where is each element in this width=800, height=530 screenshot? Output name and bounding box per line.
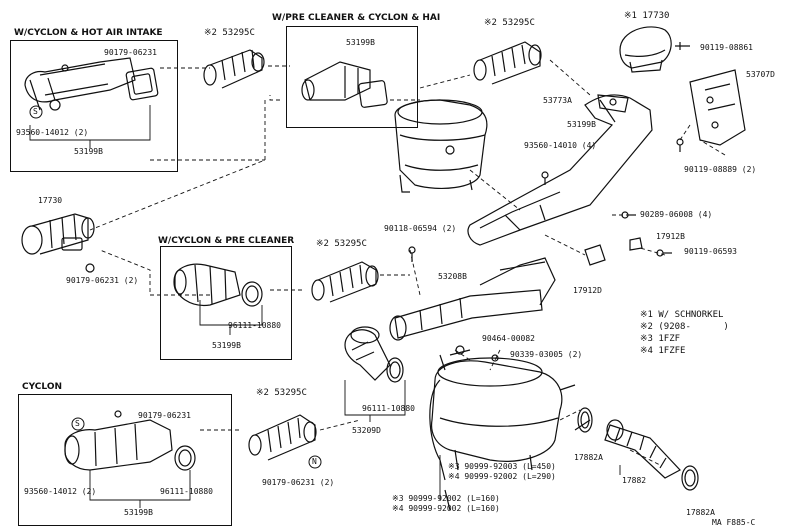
part-label: 53707D [746,70,775,79]
cyclone-bellows-3 [311,261,379,303]
part-label: 17882 [622,476,647,485]
part-label: 90339-03005 (2) [510,350,583,359]
part-label: ※2 53295C [256,388,307,398]
air-cleaner-body [429,345,591,511]
part-label: 90179-06231 [104,48,157,57]
part-label: 96111-10880 [362,404,415,413]
group-title-cyclon: CYCLON [22,382,63,392]
circled-n-symbol: N [312,457,317,466]
part-label: 53199B [567,120,596,129]
part-label: 17882A [574,453,603,462]
elbow-hose-53209d [344,326,404,383]
group-box-pre [160,246,292,360]
part-label: 90289-06008 (4) [640,210,713,219]
hose-17882 [577,407,699,491]
circled-s-symbol: S [33,107,38,116]
legend-line-1: ※1 W/ SCHNORKEL [640,310,724,320]
part-label: ※3 90999-92003 (L=450) [448,462,556,471]
part-label: ※2 53295C [484,18,535,28]
part-label: 53209D [352,426,381,435]
part-label: 53199B [346,38,375,47]
callout-brackets [29,105,621,508]
snorkel-clamp [597,94,629,113]
part-label: 90119-08889 (2) [684,165,757,174]
part-label: 90119-06593 [684,247,737,256]
part-label: 96111-10880 [228,321,281,330]
part-label: 17882A [686,508,715,517]
part-label: 90464-00082 [482,334,535,343]
part-label: 53199B [74,147,103,156]
part-label: ※2 53295C [316,239,367,249]
snorkel-cap [619,26,672,73]
cyclone-bellows-2 [473,41,542,85]
group-title-pre: W/CYCLON & PRE CLEANER [158,236,295,246]
part-label: 90179-06231 [138,411,191,420]
part-label: 53773A [543,96,572,105]
part-label: 93560-14010 (4) [524,141,597,150]
part-label: 90118-06594 (2) [384,224,457,233]
pre-cleaner-17730 [21,213,95,273]
part-label: ※1 17730 [624,11,670,21]
circled-s-symbol: S [75,419,80,428]
legend-line-3: ※3 1FZF [640,334,681,344]
bolts-misc [408,138,684,266]
snorkel-bracket [675,42,746,146]
group-box-cyclon [18,394,232,526]
part-label: 93560-14012 (2) [16,128,89,137]
part-label: 90119-08861 [700,43,753,52]
part-label: 53199B [212,341,241,350]
part-label: 53208B [438,272,467,281]
snorkel-pipe [467,94,653,246]
part-label: 93560-14012 (2) [24,487,97,496]
group-title-hot-air: W/CYCLON & HOT AIR INTAKE [14,28,163,38]
part-label: ※4 90999-92002 (L=160) [392,504,500,513]
group-title-pre-hai: W/PRE CLEANER & CYCLON & HAI [272,13,441,23]
part-label: 53199B [124,508,153,517]
part-label: ※4 90999-92002 (L=290) [448,472,556,481]
air-hose-53208b [389,257,556,341]
part-label: 90179-06231 (2) [262,478,335,487]
pre-cleaner-canister [394,99,488,193]
circled-symbols [29,105,322,469]
part-label: 90179-06231 (2) [66,276,139,285]
cyclone-bellows-1 [203,49,265,89]
drawing-code: MA F885-C [712,518,756,527]
hot-air-intake-duct [24,57,159,111]
group-box-pre-hai [286,26,418,128]
dashed-leaders [89,59,726,466]
pre-cleaner-duct [301,61,388,108]
pre-cleaner-duct-2 [173,263,263,307]
part-label: ※3 90999-92002 (L=160) [392,494,500,503]
part-label: 17730 [38,196,63,205]
group-box-hot-air [10,40,178,172]
cyclone-bellows-4 [248,414,317,461]
cyclon-duct [64,410,196,471]
part-label: 96111-10880 [160,487,213,496]
part-label: 17912B [656,232,685,241]
part-label: 17912D [573,286,602,295]
legend-line-4: ※4 1FZFE [640,346,686,356]
legend-line-2: ※2 (9208- ) [640,322,729,332]
part-label: ※2 53295C [204,28,255,38]
